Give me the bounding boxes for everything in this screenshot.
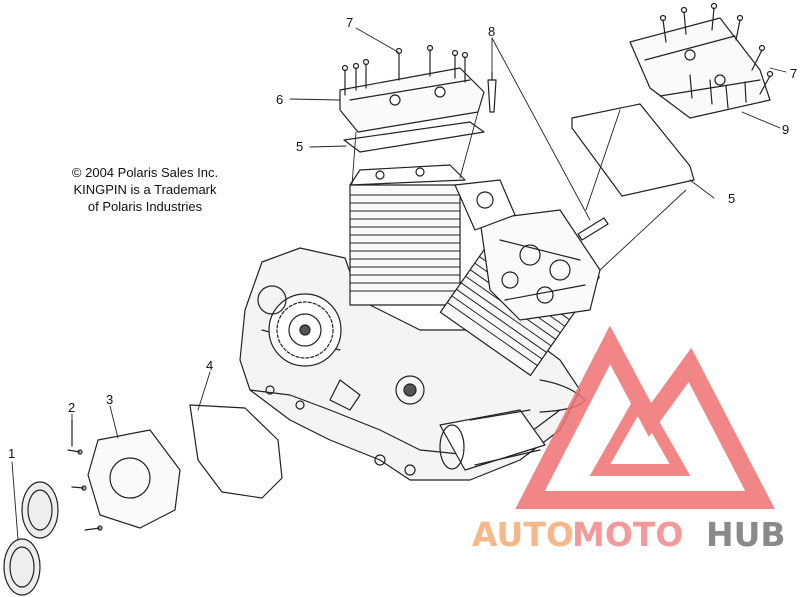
front-cover-bolts xyxy=(341,44,469,96)
callout-7-front: 7 xyxy=(346,15,353,30)
callout-5-front: 5 xyxy=(296,139,303,154)
callout-6: 6 xyxy=(276,92,283,107)
rear-cylinder-head xyxy=(479,209,601,321)
copyright-line-3: of Polaris Industries xyxy=(87,199,203,214)
cam-gear xyxy=(257,285,342,367)
spark-plug-rear xyxy=(577,217,609,241)
rear-rocker-cover xyxy=(629,17,771,119)
rear-gasket xyxy=(571,103,695,197)
front-cylinder xyxy=(349,164,466,306)
watermark-part-auto: AUTO xyxy=(472,515,574,554)
copyright-notice: © 2004 Polaris Sales Inc. KINGPIN is a T… xyxy=(40,164,250,215)
pulley xyxy=(395,375,425,405)
rear-cover-bolts xyxy=(659,2,774,109)
callout-8: 8 xyxy=(488,24,495,39)
watermark-part-hub: HUB xyxy=(706,515,786,554)
automotohub-watermark xyxy=(515,325,775,509)
callout-1: 1 xyxy=(8,446,15,461)
leader-lines xyxy=(11,27,787,541)
callout-5-rear: 5 xyxy=(728,191,735,206)
callout-3: 3 xyxy=(106,392,113,407)
callout-4: 4 xyxy=(206,358,213,373)
watermark-part-moto: MOTO xyxy=(572,515,683,554)
callout-2: 2 xyxy=(68,400,75,415)
front-rocker-cover xyxy=(339,67,485,133)
cam-cover-screws xyxy=(67,449,103,531)
cam-cover-gasket xyxy=(189,404,283,499)
cam-cover xyxy=(87,429,181,529)
assembly-guides xyxy=(351,109,687,271)
spark-plug-front xyxy=(487,71,497,113)
emblem-medallion xyxy=(3,481,59,596)
callout-7-rear: 7 xyxy=(790,66,797,81)
callout-9: 9 xyxy=(782,122,789,137)
copyright-line-1: © 2004 Polaris Sales Inc. xyxy=(71,165,219,180)
starter-motor xyxy=(439,409,546,471)
copyright-line-2: KINGPIN is a Trademark xyxy=(73,182,217,197)
intake-manifold xyxy=(454,179,516,231)
